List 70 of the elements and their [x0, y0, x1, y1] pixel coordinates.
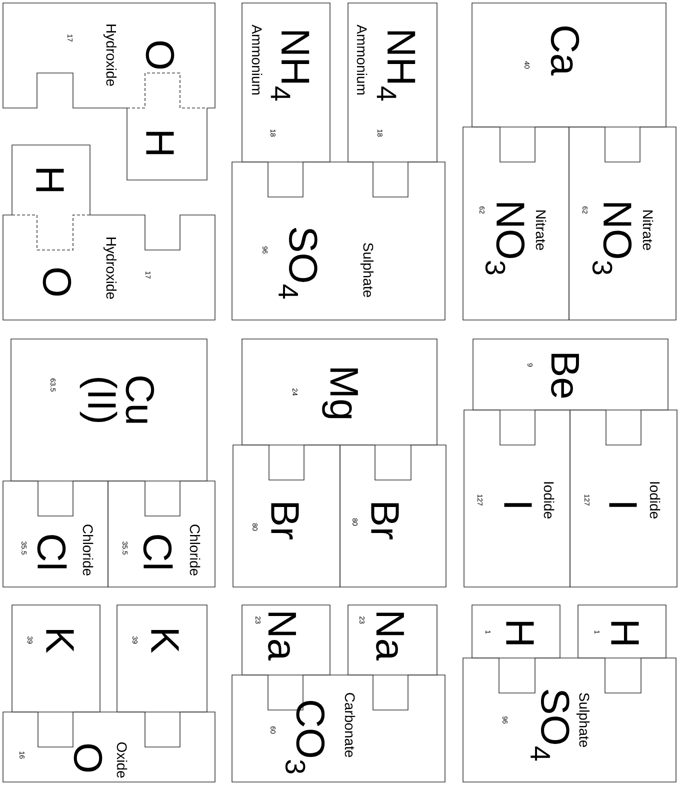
ion-symbol: H	[146, 132, 174, 154]
puzzle-piece	[232, 162, 446, 320]
ion-name: Hydroxide	[103, 238, 117, 299]
puzzle-piece	[232, 444, 340, 588]
ion-name: Iodide	[650, 482, 660, 518]
puzzle-piece	[462, 658, 676, 782]
puzzle-piece	[108, 480, 216, 588]
ion-symbol: O	[42, 268, 72, 296]
ion-symbol: H	[506, 622, 534, 644]
puzzle-piece	[2, 712, 216, 782]
puzzle-piece	[578, 604, 666, 658]
puzzle-piece	[472, 604, 560, 658]
ion-symbol: O	[74, 744, 102, 772]
ion-symbol: NH$_{4}$	[376, 31, 416, 101]
puzzle-piece	[462, 126, 570, 320]
puzzle-piece	[242, 338, 438, 446]
ion-symbol: NO$_{3}$	[485, 203, 525, 274]
ion-name: Chloride	[82, 524, 94, 576]
puzzle-piece	[464, 410, 570, 588]
ion-symbol: Be	[551, 354, 579, 398]
puzzle-piece	[568, 126, 676, 320]
ion-name: Nitrate	[642, 210, 654, 250]
ion-symbol: Cl	[37, 535, 67, 568]
ion-symbol: Cl	[143, 535, 173, 568]
ion-name: Ammonium	[356, 24, 368, 94]
ion-symbol: Mg	[322, 368, 358, 418]
ion-name: Sulphate	[576, 693, 590, 748]
ion-symbol: Br	[371, 503, 399, 540]
ion-symbol: K	[151, 630, 179, 653]
ion-name: Hydroxide	[103, 24, 117, 86]
puzzle-piece	[570, 410, 678, 588]
puzzle-piece	[348, 2, 438, 162]
ion-name: Carbonate	[344, 693, 356, 758]
ion-name: Chloride	[190, 524, 200, 576]
ion-name: Oxide	[116, 742, 128, 778]
puzzle-piece	[2, 2, 216, 108]
ion-symbol: O	[146, 41, 174, 69]
puzzle-piece	[340, 444, 446, 588]
puzzle-piece	[12, 144, 90, 250]
ion-symbol: NH$_{4}$	[270, 31, 310, 101]
ion-symbol: CO$_{3}$	[285, 701, 325, 774]
ion-symbol: SO$_{4}$	[530, 690, 570, 761]
ion-symbol: Cu (II)	[80, 376, 154, 423]
puzzle-piece	[472, 338, 668, 410]
ion-symbol: Na	[268, 612, 296, 661]
ion-symbol: Br	[271, 503, 299, 540]
ion-symbol: Ca	[550, 26, 580, 76]
puzzle-piece	[232, 674, 446, 782]
puzzle-piece	[2, 480, 108, 588]
ion-symbol: Na	[376, 612, 404, 661]
puzzle-piece	[2, 214, 216, 320]
puzzle-piece	[12, 604, 100, 712]
ion-name: Ammonium	[252, 24, 262, 94]
puzzle-piece	[116, 604, 208, 712]
ion-symbol: SO$_{4}$	[278, 228, 318, 299]
puzzle-piece	[472, 2, 666, 128]
puzzle-piece	[242, 2, 330, 162]
ion-symbol: K	[46, 630, 74, 653]
puzzle-piece	[126, 72, 208, 180]
puzzle-piece	[10, 338, 208, 482]
puzzle-piece	[242, 604, 330, 676]
ion-symbol: I	[609, 503, 637, 507]
ion-symbol: I	[504, 503, 532, 507]
ion-symbol: H	[611, 622, 639, 644]
ion-name: Sulphate	[360, 243, 374, 297]
ion-symbol: H	[36, 168, 64, 192]
ion-symbol: NO$_{3}$	[592, 203, 632, 274]
puzzle-piece	[348, 604, 438, 676]
ion-name: Iodide	[544, 482, 554, 518]
ion-name: Nitrate	[536, 210, 546, 250]
